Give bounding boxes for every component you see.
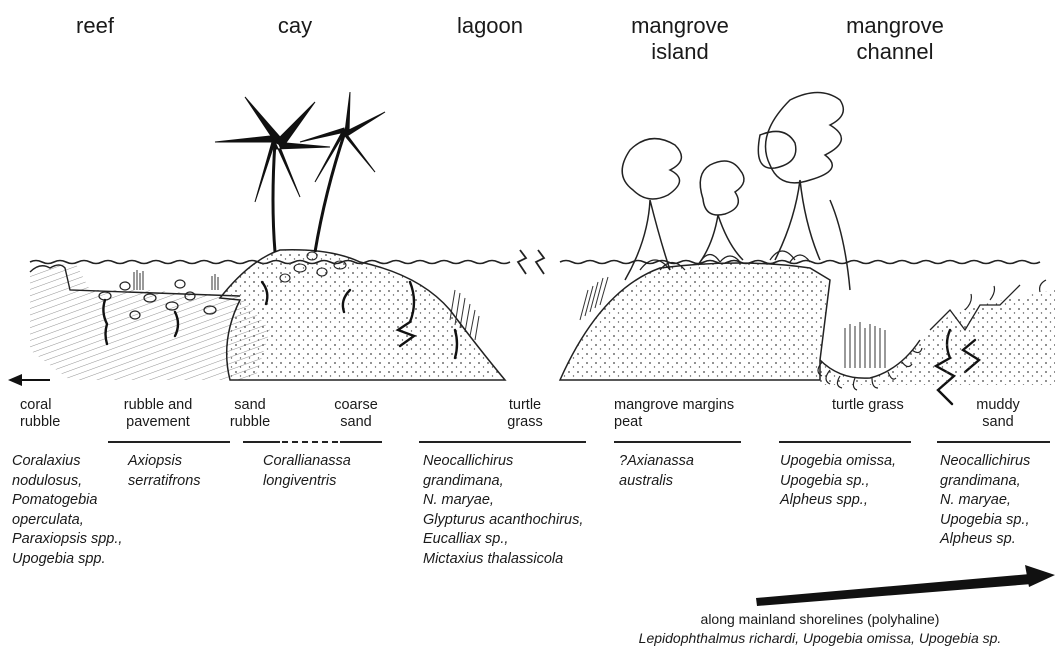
species-name: Mictaxius thalassicola (423, 550, 583, 570)
habitat-coarse-sand: coarse sand (326, 397, 386, 431)
habitat-turtle-grass-channel: turtle grass (832, 397, 904, 414)
left-arrow-icon (8, 374, 50, 386)
species-name: serratifrons (128, 472, 201, 492)
species-list-muddy-sand: Neocallichirus grandimana, N. maryae, Up… (940, 452, 1030, 550)
zone-bar-mangrove-margins (614, 441, 741, 443)
zone-bar-coarse-sand (340, 441, 382, 443)
species-name: australis (619, 472, 694, 492)
species-name: Glypturus acanthochirus, (423, 511, 583, 531)
species-name: nodulosus, (12, 472, 122, 492)
species-name: Paraxiopsis spp., (12, 530, 122, 550)
palm-tree-icon (300, 92, 385, 252)
species-list-lagoon: Neocallichirus grandimana, N. maryae, Gl… (423, 452, 583, 569)
species-list-mangrove-margins: ?Axianassa australis (619, 452, 694, 491)
species-list-coral-rubble: Coralaxius nodulosus, Pomatogebia opercu… (12, 452, 122, 569)
species-name: grandimana, (940, 472, 1030, 492)
habitat-coral-rubble: coral rubble (20, 397, 60, 431)
species-list-channel-turtle-grass: Upogebia omissa, Upogebia sp., Alpheus s… (780, 452, 896, 511)
species-name: Neocallichirus (940, 452, 1030, 472)
mangrove-island-mound (560, 263, 830, 380)
mainland-note: along mainland shorelines (polyhaline) L… (590, 610, 1050, 648)
species-name: Neocallichirus (423, 452, 583, 472)
species-name: grandimana, (423, 472, 583, 492)
species-name: Upogebia sp., (940, 511, 1030, 531)
right-arrow-icon (756, 565, 1055, 606)
zone-bar-transition (282, 441, 338, 443)
habitat-muddy-sand: muddy sand (968, 397, 1028, 431)
species-list-rubble-pavement: Axiopsis serratifrons (128, 452, 201, 491)
zone-bar-muddy-sand (937, 441, 1050, 443)
species-name: Axiopsis (128, 452, 201, 472)
species-name: Upogebia spp. (12, 550, 122, 570)
zone-bar-lagoon (419, 441, 586, 443)
habitat-sand-rubble: sand rubble (225, 397, 275, 431)
habitat-turtle-grass-lagoon: turtle grass (495, 397, 555, 431)
zone-bar-rubble (108, 441, 230, 443)
species-name: ?Axianassa (619, 452, 694, 472)
species-name: Upogebia omissa, (780, 452, 896, 472)
species-name: N. maryae, (940, 491, 1030, 511)
zone-bar-channel-grass (779, 441, 911, 443)
species-name: Coralaxius (12, 452, 122, 472)
zone-title-reef: reef (55, 13, 135, 39)
species-name: Eucalliax sp., (423, 530, 583, 550)
break-mark-icon (518, 250, 544, 274)
species-name: N. maryae, (423, 491, 583, 511)
species-name: Upogebia sp., (780, 472, 896, 492)
mainland-species: Lepidophthalmus richardi, Upogebia omiss… (590, 629, 1050, 648)
species-list-sand-rubble: Corallianassa longiventris (263, 452, 351, 491)
species-name: Alpheus sp. (940, 530, 1030, 550)
species-name: Corallianassa (263, 452, 351, 472)
habitat-mangrove-margins-peat: mangrove margins peat (614, 397, 734, 431)
species-name: longiventris (263, 472, 351, 492)
zone-bar-sand-rubble (243, 441, 280, 443)
zone-title-cay: cay (255, 13, 335, 39)
species-name: Alpheus spp., (780, 491, 896, 511)
palm-tree-icon (215, 97, 330, 252)
species-name: Pomatogebia (12, 491, 122, 511)
zone-title-lagoon: lagoon (440, 13, 540, 39)
zone-title-mangrove-island: mangrove island (620, 13, 740, 65)
habitat-rubble-pavement: rubble and pavement (108, 397, 208, 431)
zone-title-mangrove-channel: mangrove channel (825, 13, 965, 65)
mainland-heading: along mainland shorelines (polyhaline) (590, 610, 1050, 629)
species-name: operculata, (12, 511, 122, 531)
